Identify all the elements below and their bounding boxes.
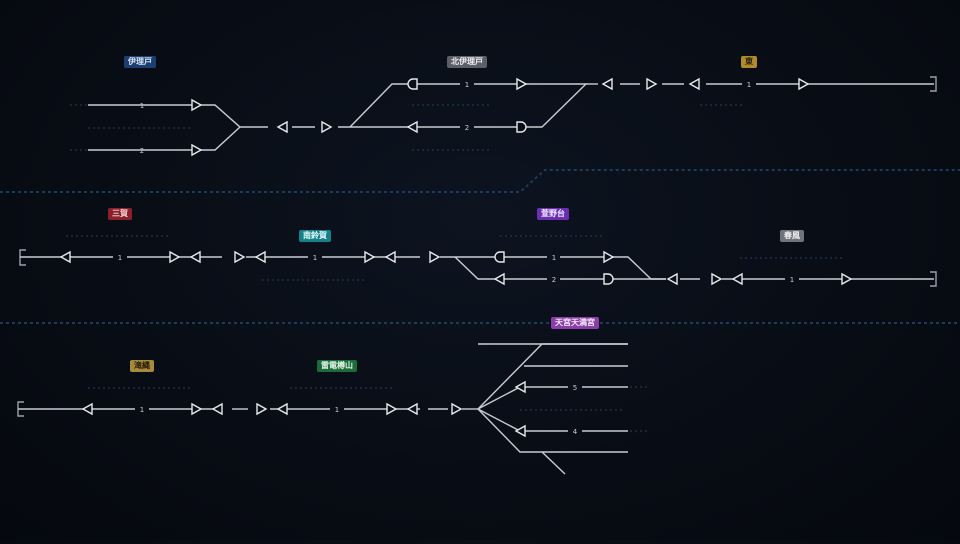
- signal-icon: [169, 250, 181, 264]
- signal-icon: [514, 424, 526, 438]
- station-label-tendai[interactable]: 天宮天満宮: [551, 317, 599, 329]
- station-label-iyodo[interactable]: 伊理戸: [124, 56, 156, 68]
- signal-icon: [191, 98, 203, 112]
- signal-icon: [516, 121, 527, 133]
- station-label-kitaiyodo[interactable]: 北伊理戸: [447, 56, 487, 68]
- signal-icon: [276, 120, 288, 134]
- track-number: 2: [465, 124, 469, 132]
- track-number: 2: [552, 276, 556, 284]
- signal-icon: [514, 380, 526, 394]
- station-label-kaminari[interactable]: 雷電樽山: [317, 360, 357, 372]
- signal-icon: [493, 272, 505, 286]
- signal-icon: [646, 77, 658, 91]
- signal-icon: [406, 402, 418, 416]
- track-number: 1: [118, 254, 122, 262]
- station-label-harukaze[interactable]: 春風: [780, 230, 804, 242]
- signal-icon: [254, 250, 266, 264]
- track-number: 1: [313, 254, 317, 262]
- track-number: 4: [573, 428, 578, 436]
- signal-icon: [731, 272, 743, 286]
- signal-icon: [798, 77, 810, 91]
- signal-icon: [276, 402, 288, 416]
- row-2-tracks: [19, 249, 937, 287]
- signals: [59, 77, 853, 438]
- track-number: 1: [790, 276, 794, 284]
- signal-icon: [321, 120, 333, 134]
- track-number: 1: [552, 254, 556, 262]
- signal-icon: [603, 250, 615, 264]
- track-number: 1: [335, 406, 339, 414]
- signal-icon: [189, 250, 201, 264]
- signal-icon: [234, 250, 246, 264]
- signal-icon: [601, 77, 613, 91]
- signal-icon: [256, 402, 268, 416]
- station-label-ue[interactable]: 東: [741, 56, 757, 68]
- signal-icon: [407, 78, 418, 90]
- row-3-tracks: [17, 343, 628, 475]
- track-number: 5: [573, 384, 577, 392]
- track-numbers: 1 2 1 2 1 1 1 1 2 1 1 1 5 4: [118, 81, 794, 436]
- track-number: 1: [140, 406, 144, 414]
- station-label-sanka[interactable]: 三賀: [108, 208, 132, 220]
- station-label-takiba[interactable]: 滝縄: [130, 360, 154, 372]
- signal-icon: [429, 250, 441, 264]
- signal-icon: [516, 77, 528, 91]
- signal-icon: [81, 402, 93, 416]
- track-number: 1: [747, 81, 751, 89]
- signal-icon: [451, 402, 463, 416]
- row-1-tracks: [88, 76, 937, 151]
- station-label-minamisuzuka[interactable]: 南鈴賀: [299, 230, 331, 242]
- track-number: 2: [140, 147, 144, 155]
- signal-icon: [603, 273, 614, 285]
- signal-icon: [191, 143, 203, 157]
- signal-icon: [191, 402, 203, 416]
- signal-icon: [406, 120, 418, 134]
- signal-icon: [384, 250, 396, 264]
- signal-icon: [364, 250, 376, 264]
- signal-icon: [841, 272, 853, 286]
- signal-icon: [59, 250, 71, 264]
- track-number: 1: [140, 102, 144, 110]
- signal-icon: [666, 272, 678, 286]
- signal-icon: [688, 77, 700, 91]
- signal-icon: [211, 402, 223, 416]
- station-label-kannodai[interactable]: 萱野台: [537, 208, 569, 220]
- signal-icon: [494, 251, 505, 263]
- track-number: 1: [465, 81, 469, 89]
- signal-icon: [711, 272, 723, 286]
- signal-icon: [386, 402, 398, 416]
